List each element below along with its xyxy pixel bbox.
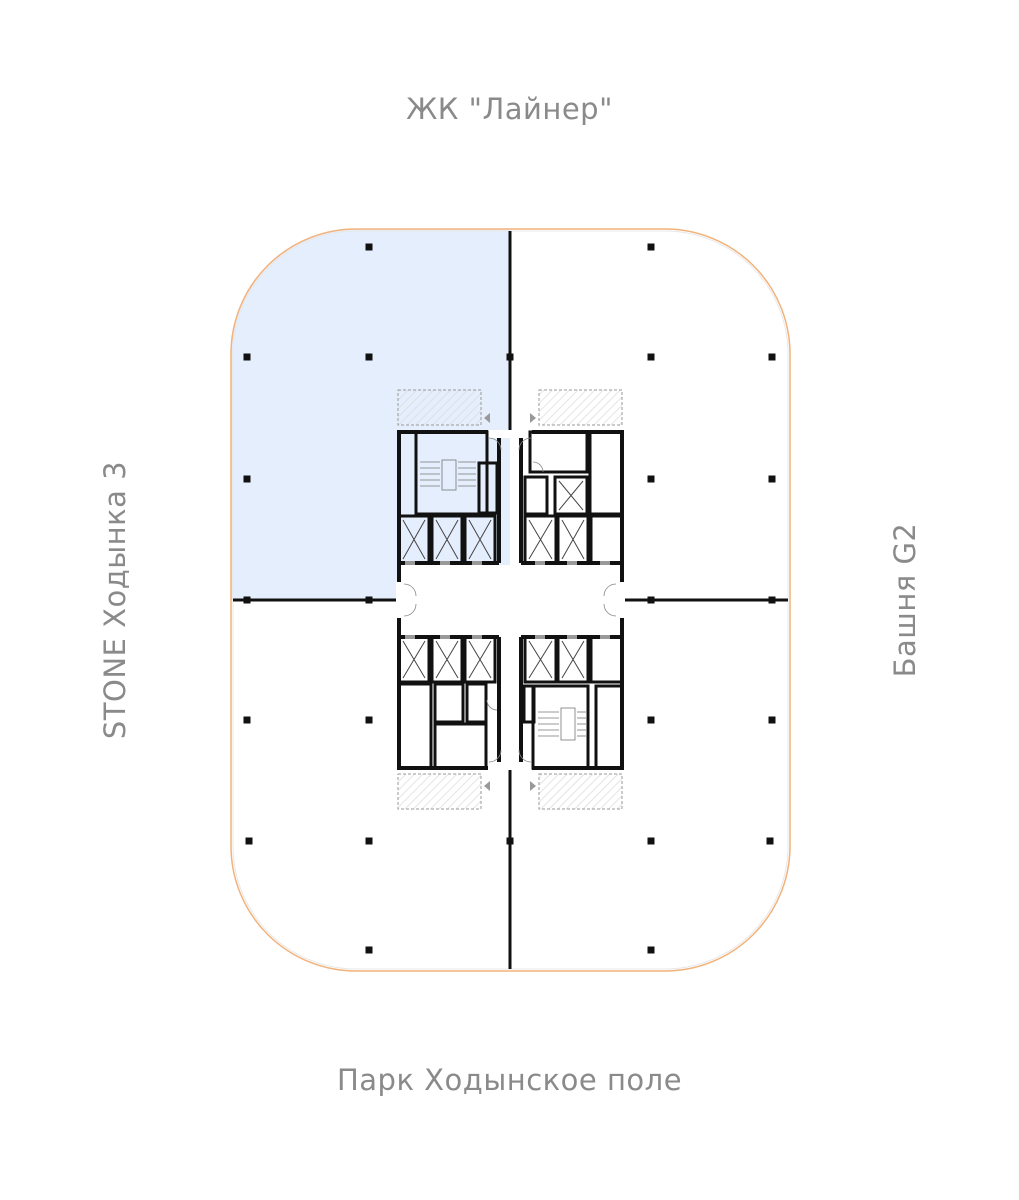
label-north-neighbor: ЖК "Лайнер" (406, 92, 613, 126)
column (506, 837, 514, 845)
balcony-ne (538, 389, 623, 426)
label-south-neighbor: Парк Ходынское поле (336, 1063, 683, 1097)
column (766, 837, 774, 845)
column (243, 596, 251, 604)
balcony-sw (397, 773, 482, 810)
column (365, 243, 373, 251)
arrow-marker (530, 413, 536, 423)
column (647, 353, 655, 361)
column (243, 475, 251, 483)
column (365, 716, 373, 724)
column (647, 716, 655, 724)
column (365, 837, 373, 845)
column (647, 243, 655, 251)
column (365, 353, 373, 361)
label-west-neighbor: STONE Ходынка 3 (98, 460, 132, 740)
column (768, 596, 776, 604)
column (647, 946, 655, 954)
column (506, 353, 514, 361)
column (647, 837, 655, 845)
column (768, 353, 776, 361)
column (768, 716, 776, 724)
arrow-marker (530, 781, 536, 791)
arrow-marker (484, 781, 490, 791)
column (647, 596, 655, 604)
column (245, 837, 253, 845)
balcony-se (538, 773, 623, 810)
building-core (396, 389, 625, 810)
label-east-neighbor: Башня G2 (888, 522, 922, 678)
column (365, 596, 373, 604)
column (647, 475, 655, 483)
building-outline (230, 228, 791, 972)
column (243, 716, 251, 724)
column (243, 353, 251, 361)
column (768, 475, 776, 483)
column (365, 946, 373, 954)
balcony-nw (397, 389, 482, 426)
arrow-marker (484, 413, 490, 423)
